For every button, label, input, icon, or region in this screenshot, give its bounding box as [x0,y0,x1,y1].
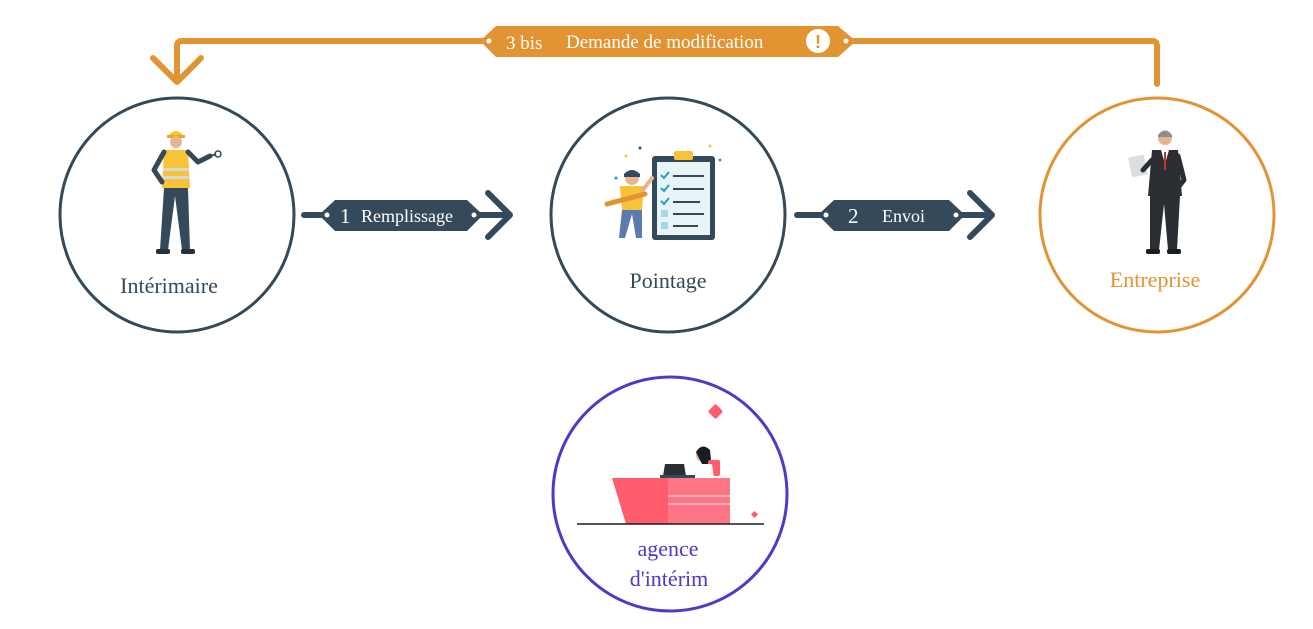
envoi-connector: 2 Envoi [794,190,995,240]
agence-label-line1: agence [637,536,698,561]
exclamation-icon: ! [806,29,830,53]
remplissage-step-number: 1 [340,204,351,228]
node-entreprise: Entreprise [1038,96,1276,334]
worker-hardhat-icon [151,131,222,254]
svg-text:!: ! [815,32,821,52]
businessman-icon [1128,130,1187,254]
remplissage-arrowhead [485,190,513,240]
pointage-label: Pointage [630,268,707,293]
agence-label-line2: d'intérim [630,566,709,591]
clipboard-checklist-icon [604,144,722,240]
envoi-arrowhead [967,190,995,240]
node-pointage: Pointage [549,96,787,334]
node-interimaire: Intérimaire [58,96,296,334]
interimaire-label: Intérimaire [120,273,218,298]
remplissage-step-label: Remplissage [361,206,453,226]
modification-arrowhead [150,55,204,85]
modification-connector: 3 bis Demande de modification ! [150,26,1160,87]
remplissage-connector: 1 Remplissage [301,190,513,240]
envoi-step-number: 2 [848,204,859,228]
modification-step-label: Demande de modification [566,32,764,53]
entreprise-label: Entreprise [1110,267,1200,292]
receptionist-desk-icon [577,404,764,525]
modification-step-number: 3 bis [506,33,542,54]
node-agence: agence d'intérim [551,375,789,613]
modification-tag: 3 bis Demande de modification ! [480,26,856,57]
envoi-step-label: Envoi [882,206,925,226]
